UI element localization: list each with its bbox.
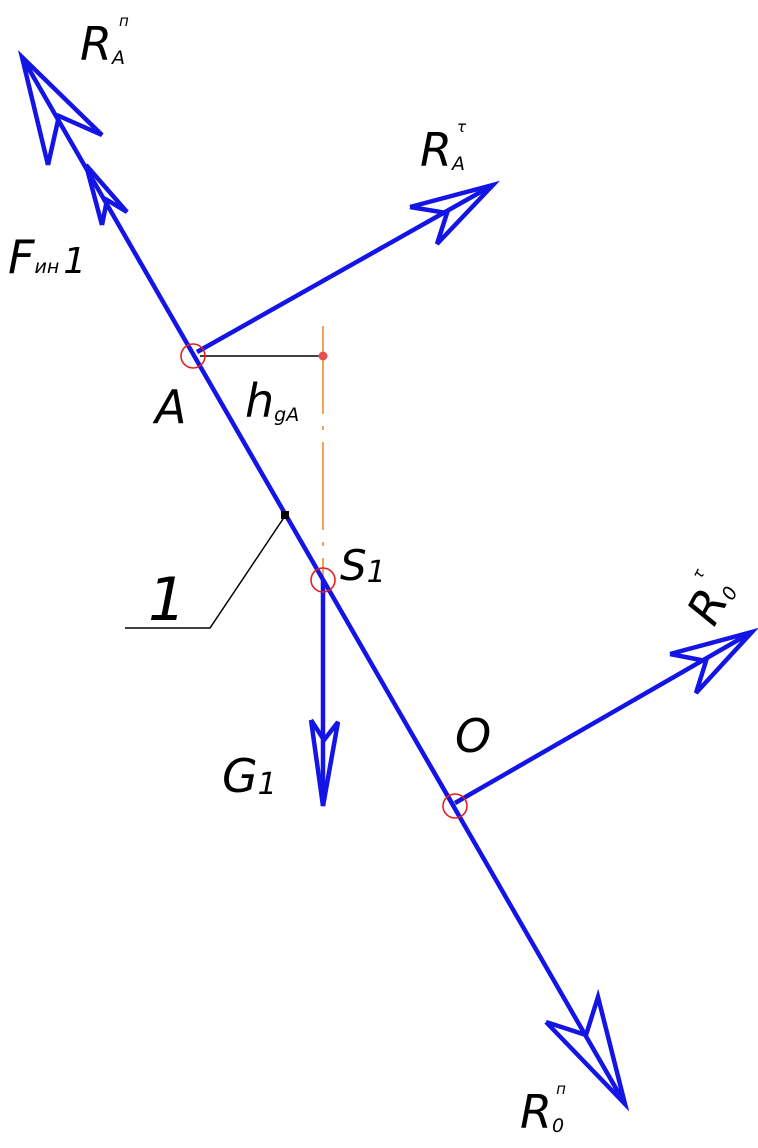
joint-O [442, 793, 468, 819]
label-R0t: R0τ [672, 565, 746, 633]
arrow-R0n [544, 988, 630, 1112]
leader-point-mark [281, 511, 289, 519]
label-R0n: R0п [520, 1080, 566, 1139]
arrow-Fin1 [83, 163, 129, 226]
label-RAn: RAп [80, 12, 129, 71]
arrow-G1 [308, 580, 341, 807]
label-S1: S1 [340, 541, 386, 590]
joint-S1 [310, 567, 336, 593]
label-hgA: hgA [245, 374, 299, 428]
label-G1: G1 [222, 749, 277, 803]
arm-end-mark [318, 351, 328, 361]
label-RAt: RAτ [420, 118, 467, 177]
joint-A [180, 343, 206, 369]
label-1: 1 [148, 565, 186, 635]
arrow-RAn [17, 49, 104, 166]
arrow-R0t [453, 628, 758, 805]
label-A: A [152, 380, 186, 434]
leader-line-1 [125, 515, 286, 629]
arrow-RAt [195, 180, 501, 354]
label-O: O [455, 709, 491, 763]
